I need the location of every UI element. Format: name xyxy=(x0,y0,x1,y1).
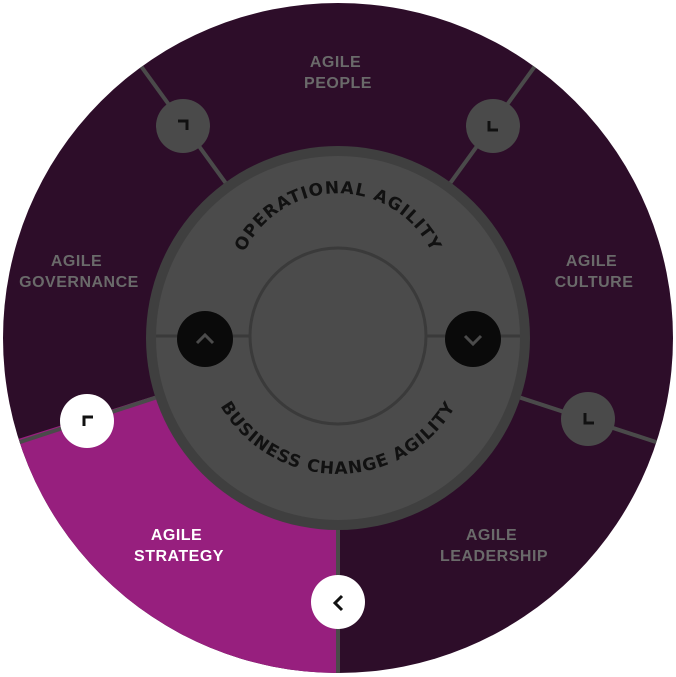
segment-label-line: AGILE xyxy=(151,527,202,544)
corner-arrow-icon xyxy=(82,415,93,426)
corner-arrow-icon xyxy=(487,121,498,132)
agile-strategy-nav-button[interactable] xyxy=(311,575,365,629)
segment-label-line: GOVERNANCE xyxy=(19,274,139,291)
agile-culture-nav-button[interactable] xyxy=(466,99,520,153)
chevron-up-icon xyxy=(195,332,215,345)
segment-label-line: LEADERSHIP xyxy=(440,548,548,565)
agile-people-nav-button[interactable] xyxy=(156,99,210,153)
hub-inner-circle xyxy=(248,246,428,426)
segment-label-agile-strategy: AGILE STRATEGY xyxy=(134,527,224,565)
segment-label-agile-people: AGILE PEOPLE xyxy=(304,54,372,92)
chevron-left-icon xyxy=(332,594,344,612)
segment-label-line: PEOPLE xyxy=(304,75,372,92)
segment-label-line: CULTURE xyxy=(555,274,634,291)
segment-label-line: AGILE xyxy=(310,54,361,71)
corner-arrow-icon xyxy=(178,119,189,130)
segment-label-line: AGILE xyxy=(566,253,617,270)
segment-label-line: AGILE xyxy=(51,253,102,270)
hub-up-button[interactable] xyxy=(177,311,233,367)
agile-governance-nav-button[interactable] xyxy=(60,394,114,448)
segment-label-agile-culture: AGILE CULTURE xyxy=(555,253,634,291)
chevron-down-icon xyxy=(463,334,483,347)
segment-label-line: AGILE xyxy=(466,527,517,544)
segment-label-agile-leadership: AGILE LEADERSHIP xyxy=(440,527,548,565)
hub-down-button[interactable] xyxy=(445,311,501,367)
corner-arrow-icon xyxy=(583,413,594,425)
segment-label-agile-governance: AGILE GOVERNANCE xyxy=(19,253,139,291)
agile-leadership-nav-button[interactable] xyxy=(561,392,615,446)
segment-label-line: STRATEGY xyxy=(134,548,224,565)
